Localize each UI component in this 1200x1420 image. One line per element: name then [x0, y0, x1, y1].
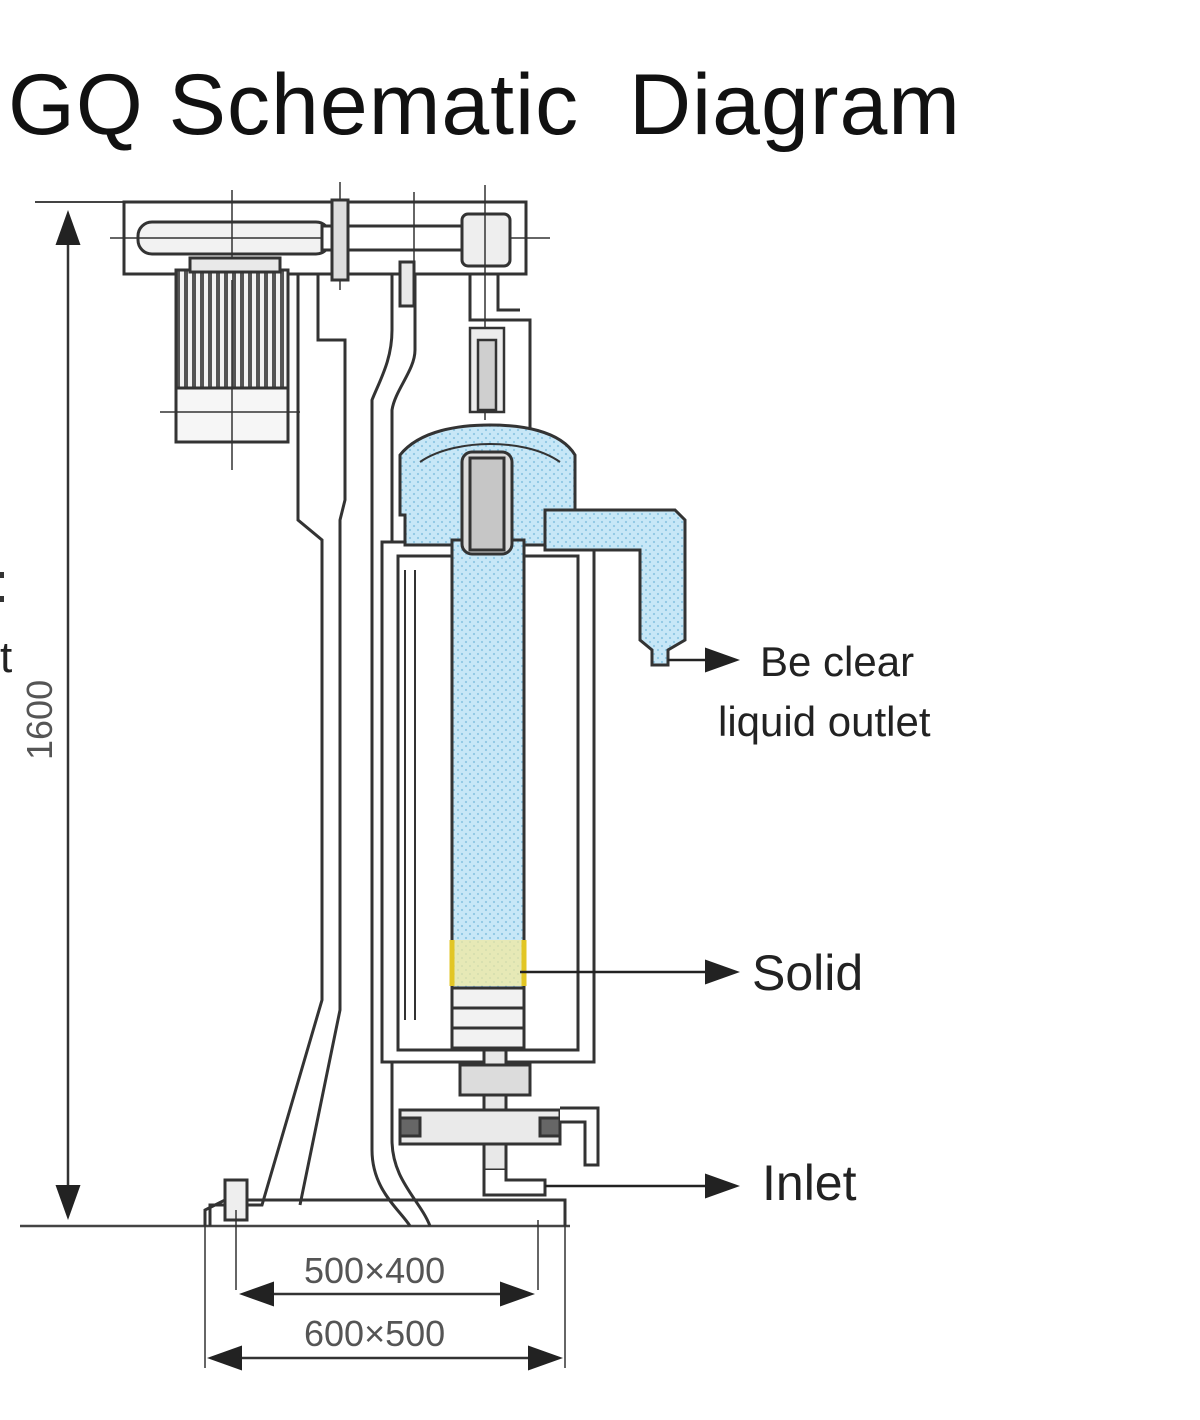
inlet-label: Inlet	[762, 1155, 857, 1211]
base-plate	[203, 1178, 567, 1368]
bottom-assembly	[398, 986, 600, 1197]
rotor-bowl	[449, 450, 527, 990]
clear-liquid-outlet-label-line2: liquid outlet	[718, 698, 931, 745]
base-outer-dimension: 600×500	[304, 1313, 445, 1354]
callout-arrows	[520, 647, 740, 1199]
solid-label: Solid	[752, 945, 863, 1001]
clear-liquid-outlet-label-line1: Be clear	[760, 638, 914, 685]
page-title: GQ Schematic Diagram	[8, 57, 961, 153]
base-dimension-lines	[207, 1281, 563, 1371]
motor	[160, 256, 300, 470]
left-edge-mark: t	[0, 633, 12, 682]
left-edge-dots	[0, 572, 4, 602]
height-dimension-value: 1600	[19, 680, 60, 760]
frame-column	[208, 260, 532, 1227]
outlet-pipe	[543, 508, 687, 667]
spindle	[468, 326, 506, 414]
base-inner-dimension: 500×400	[304, 1250, 445, 1291]
